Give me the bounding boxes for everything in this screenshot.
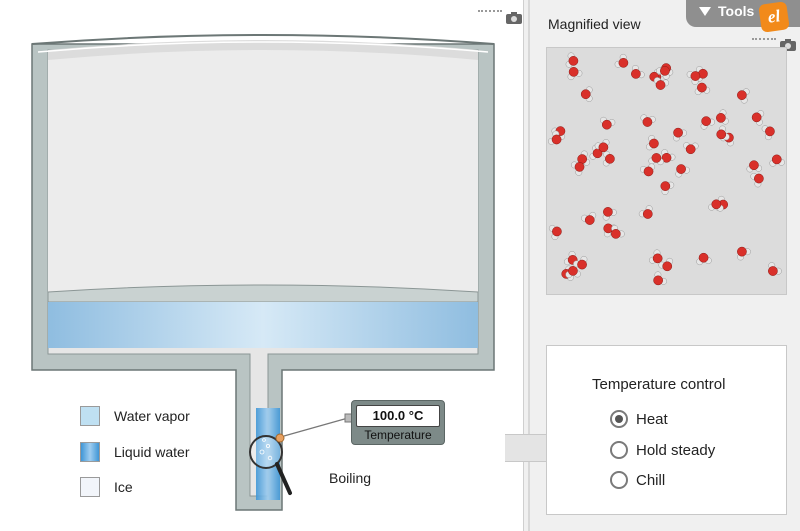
water-molecule bbox=[564, 250, 578, 266]
water-molecule bbox=[581, 211, 597, 225]
water-molecule bbox=[746, 160, 762, 173]
water-molecule bbox=[653, 271, 668, 286]
water-molecule bbox=[751, 110, 765, 126]
water-molecule bbox=[639, 163, 656, 177]
water-molecule bbox=[573, 255, 588, 270]
water-molecule bbox=[737, 88, 750, 104]
water-molecule bbox=[577, 150, 591, 166]
water-molecule bbox=[640, 114, 656, 127]
water-molecule bbox=[696, 252, 712, 266]
water-molecule bbox=[594, 139, 610, 153]
water-molecule bbox=[646, 135, 659, 151]
container-lid bbox=[31, 34, 495, 45]
water-molecule bbox=[565, 52, 579, 68]
temperature-control-title: Temperature control bbox=[592, 376, 726, 393]
water-molecule bbox=[761, 125, 775, 141]
radio-label: Chill bbox=[636, 471, 666, 489]
water-molecule bbox=[675, 164, 690, 178]
triangle-down-icon bbox=[699, 7, 711, 16]
water-molecule bbox=[602, 207, 617, 221]
water-molecule bbox=[716, 125, 730, 141]
water-molecule bbox=[737, 246, 751, 261]
radio-chill[interactable]: Chill bbox=[610, 469, 665, 491]
magnified-view-title: Magnified view bbox=[548, 16, 641, 32]
water-molecule bbox=[547, 130, 562, 145]
water-molecule bbox=[694, 82, 711, 96]
water-molecule bbox=[750, 172, 764, 188]
ice-swatch bbox=[80, 477, 100, 497]
water-molecule bbox=[655, 66, 670, 80]
water-molecule bbox=[649, 249, 663, 264]
tools-label[interactable]: Tools bbox=[718, 3, 755, 19]
camera-icon[interactable] bbox=[506, 12, 522, 24]
molecule-field bbox=[547, 52, 785, 286]
water-molecule bbox=[638, 205, 653, 219]
water-molecule bbox=[769, 154, 785, 167]
water-molecule bbox=[660, 181, 675, 196]
liquid-water-swatch bbox=[80, 442, 100, 462]
explorelearning-logo-icon: el bbox=[758, 1, 790, 33]
water-molecule bbox=[661, 149, 676, 163]
thermometer-value-box bbox=[356, 405, 440, 427]
radio-label: Heat bbox=[636, 410, 668, 428]
water-molecule bbox=[673, 127, 688, 142]
legend-item-liquid-water: Liquid water bbox=[80, 441, 190, 463]
water-molecule bbox=[614, 53, 629, 68]
water-molecule bbox=[700, 116, 716, 130]
magnified-camera-dotted-line bbox=[752, 38, 776, 40]
bubbles bbox=[259, 438, 273, 461]
temperature-label: Temperature bbox=[364, 428, 432, 442]
water-molecule bbox=[768, 262, 782, 276]
temperature-value: 100.0 °C bbox=[372, 408, 424, 423]
radio-heat[interactable]: Heat bbox=[610, 408, 668, 430]
water-molecule bbox=[631, 64, 645, 79]
water-molecule bbox=[683, 142, 699, 155]
water-molecule bbox=[548, 224, 562, 241]
legend-label: Water vapor bbox=[114, 408, 190, 424]
water-molecule bbox=[716, 109, 729, 125]
legend-item-water-vapor: Water vapor bbox=[80, 405, 190, 427]
water-molecule bbox=[653, 77, 670, 90]
water-molecule bbox=[600, 116, 616, 130]
water-molecule bbox=[602, 150, 615, 167]
water-molecule bbox=[658, 257, 674, 272]
sensor-probe bbox=[275, 433, 285, 443]
state-label: Boiling bbox=[329, 470, 372, 486]
vapor-space bbox=[48, 50, 478, 295]
water-molecule bbox=[708, 199, 724, 212]
radio-button[interactable] bbox=[610, 471, 628, 489]
legend-label: Ice bbox=[114, 479, 133, 495]
radio-button[interactable] bbox=[610, 441, 628, 459]
radio-hold-steady[interactable]: Hold steady bbox=[610, 439, 715, 461]
control-connector bbox=[505, 434, 547, 462]
water-molecule bbox=[648, 153, 664, 166]
water-molecule bbox=[565, 266, 581, 279]
water-molecule bbox=[580, 86, 593, 102]
legend-item-ice: Ice bbox=[80, 476, 133, 498]
tube-water bbox=[256, 408, 280, 500]
water-molecule bbox=[610, 225, 625, 239]
liquid-water-layer bbox=[48, 302, 478, 348]
water-vapor-swatch bbox=[80, 406, 100, 426]
water-molecule bbox=[567, 67, 583, 81]
legend-label: Liquid water bbox=[114, 444, 190, 460]
piston-plate bbox=[47, 284, 479, 303]
camera-dotted-line bbox=[478, 10, 502, 12]
magnified-view bbox=[546, 47, 787, 295]
temperature-control-panel bbox=[546, 345, 787, 515]
panel-divider bbox=[528, 0, 530, 531]
water-molecule bbox=[686, 70, 701, 85]
radio-button[interactable] bbox=[610, 410, 628, 428]
radio-label: Hold steady bbox=[636, 441, 716, 459]
container-apparatus bbox=[31, 34, 495, 511]
water-molecule bbox=[570, 161, 585, 176]
magnifier-icon bbox=[249, 435, 292, 495]
